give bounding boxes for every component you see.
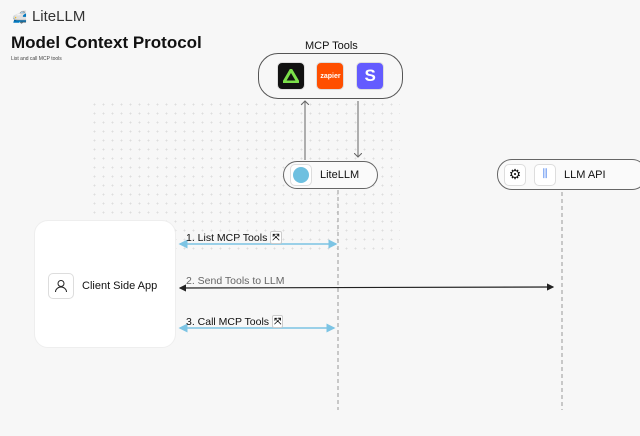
mcp-tools-group: zapier S <box>258 53 403 99</box>
triangle-logo-icon <box>282 69 299 83</box>
llm-api-node-label: LLM API <box>564 168 606 181</box>
zapier-tile[interactable]: zapier <box>316 62 345 90</box>
llm-api-node[interactable]: ⚙ ⫼ LLM API <box>497 159 640 190</box>
page-title: Model Context Protocol <box>11 33 202 52</box>
message-1-label: 1. List MCP Tools <box>186 231 268 244</box>
tools-icon: ⤧ <box>272 315 284 328</box>
brand: 🚅 LiteLLM <box>12 8 85 25</box>
openai-icon: ⚙ <box>504 163 526 186</box>
litellm-node[interactable]: LiteLLM <box>283 161 378 189</box>
message-2: 2. Send Tools to LLM <box>186 275 284 287</box>
litellm-logo-icon: 🚅 <box>12 9 27 24</box>
stripe-tile[interactable]: S <box>356 62 385 90</box>
zapier-logo-icon: zapier <box>320 72 341 80</box>
llm-provider-icon: ⫼ <box>534 163 556 186</box>
page-subtitle: List and call MCP tools <box>11 56 62 62</box>
stripe-logo-icon: S <box>364 66 376 85</box>
message-3-label: 3. Call MCP Tools <box>186 315 270 328</box>
mcp-tools-label: MCP Tools <box>305 40 358 52</box>
user-icon <box>48 273 74 299</box>
tool-tile-1[interactable] <box>276 62 305 90</box>
arrow-send-tools <box>178 283 555 292</box>
litellm-node-icon <box>290 164 312 186</box>
message-1: 1. List MCP Tools ⤧ <box>186 231 282 244</box>
brand-name: LiteLLM <box>31 8 86 25</box>
message-3: 3. Call MCP Tools ⤧ <box>186 315 284 328</box>
client-label: Client Side App <box>82 280 158 292</box>
message-2-label: 2. Send Tools to LLM <box>186 275 285 287</box>
litellm-node-label: LiteLLM <box>320 169 360 181</box>
client-side-app[interactable]: Client Side App <box>34 220 176 348</box>
tools-icon: ⤧ <box>270 231 282 244</box>
